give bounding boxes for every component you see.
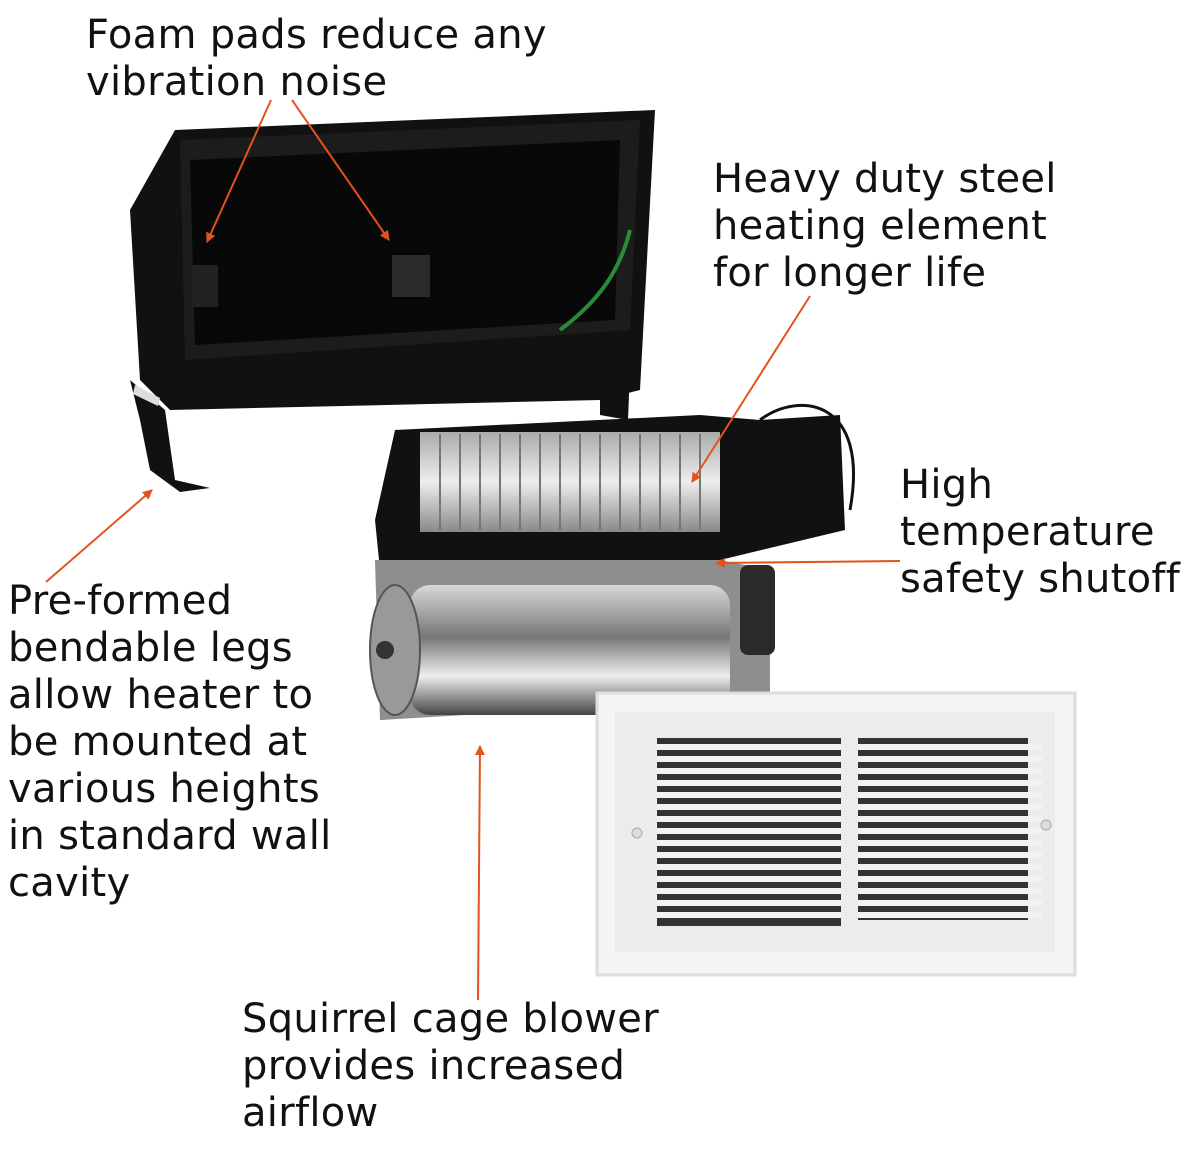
callout-line: Squirrel cage blower bbox=[242, 996, 659, 1042]
legs-arrow bbox=[45, 489, 153, 583]
squirrel-cage-blower bbox=[410, 585, 730, 715]
safety-shutoff-callout: High temperature safety shutoff bbox=[900, 462, 1180, 603]
callout-line: cavity bbox=[8, 860, 131, 906]
foam-pad bbox=[192, 265, 218, 307]
callout-line: be mounted at bbox=[8, 719, 308, 765]
foam-pads-callout: Foam pads reduce any vibration noise bbox=[86, 12, 547, 106]
callout-line: vibration noise bbox=[86, 59, 388, 105]
grille bbox=[595, 691, 1077, 977]
mounting-leg bbox=[600, 370, 630, 420]
callout-line: heating element bbox=[713, 203, 1048, 249]
blower-arrow bbox=[474, 745, 485, 1001]
heating-element-arrow bbox=[691, 295, 811, 483]
foam-pad-arrow bbox=[291, 99, 390, 241]
ground-wire bbox=[558, 229, 632, 332]
callout-line: airflow bbox=[242, 1090, 379, 1136]
callout-line: safety shutoff bbox=[900, 556, 1181, 602]
mounting-leg bbox=[130, 380, 210, 492]
foam-pad bbox=[392, 255, 430, 297]
wall-can bbox=[130, 110, 655, 492]
callout-line: allow heater to bbox=[8, 672, 314, 718]
callout-line: in standard wall bbox=[8, 813, 332, 859]
foam-pad-arrow bbox=[206, 99, 272, 243]
heating-element-callout: Heavy duty steel heating element for lon… bbox=[713, 156, 1057, 297]
blower-callout: Squirrel cage blower provides increased … bbox=[242, 996, 659, 1137]
callout-line: High bbox=[900, 462, 994, 508]
heater-assembly bbox=[369, 403, 856, 720]
callout-line: temperature bbox=[900, 509, 1155, 555]
callout-line: provides increased bbox=[242, 1043, 626, 1089]
callout-line: for longer life bbox=[713, 250, 987, 296]
callout-line: bendable legs bbox=[8, 625, 293, 671]
callout-line: Foam pads reduce any bbox=[86, 12, 547, 58]
safety-shutoff-arrow bbox=[715, 557, 901, 568]
legs-callout: Pre-formed bendable legs allow heater to… bbox=[8, 578, 332, 907]
callout-line: Heavy duty steel bbox=[713, 156, 1057, 202]
callout-line: Pre-formed bbox=[8, 578, 233, 624]
heating-element bbox=[420, 432, 720, 532]
callout-line: various heights bbox=[8, 766, 320, 812]
